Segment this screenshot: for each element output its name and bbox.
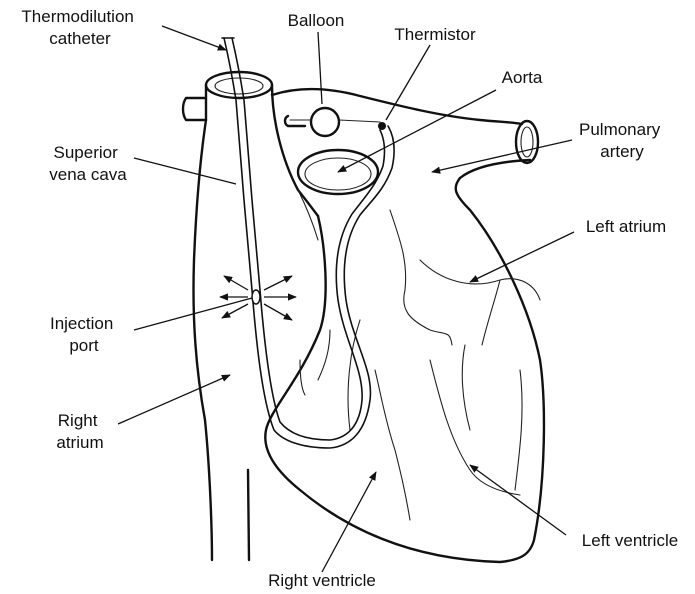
label-injection-port: Injection port (50, 314, 118, 355)
label-thermistor: Thermistor (394, 25, 476, 44)
label-right-atrium: Right atrium (56, 411, 103, 452)
label-left-ventricle: Left ventricle (582, 531, 678, 550)
label-left-atrium: Left atrium (586, 217, 666, 236)
label-thermodilution-catheter: Thermodilution catheter (21, 7, 138, 48)
label-balloon: Balloon (288, 11, 345, 30)
balloon (285, 108, 380, 136)
label-right-ventricle: Right ventricle (268, 571, 376, 590)
injection-port-icon (252, 290, 260, 304)
label-aorta: Aorta (502, 68, 543, 87)
catheter (222, 38, 394, 448)
thermistor-bead (378, 122, 386, 130)
label-superior-vena-cava: Superior vena cava (49, 143, 127, 184)
internal-structures (298, 190, 540, 520)
label-pulmonary-artery: Pulmonary artery (579, 120, 665, 161)
